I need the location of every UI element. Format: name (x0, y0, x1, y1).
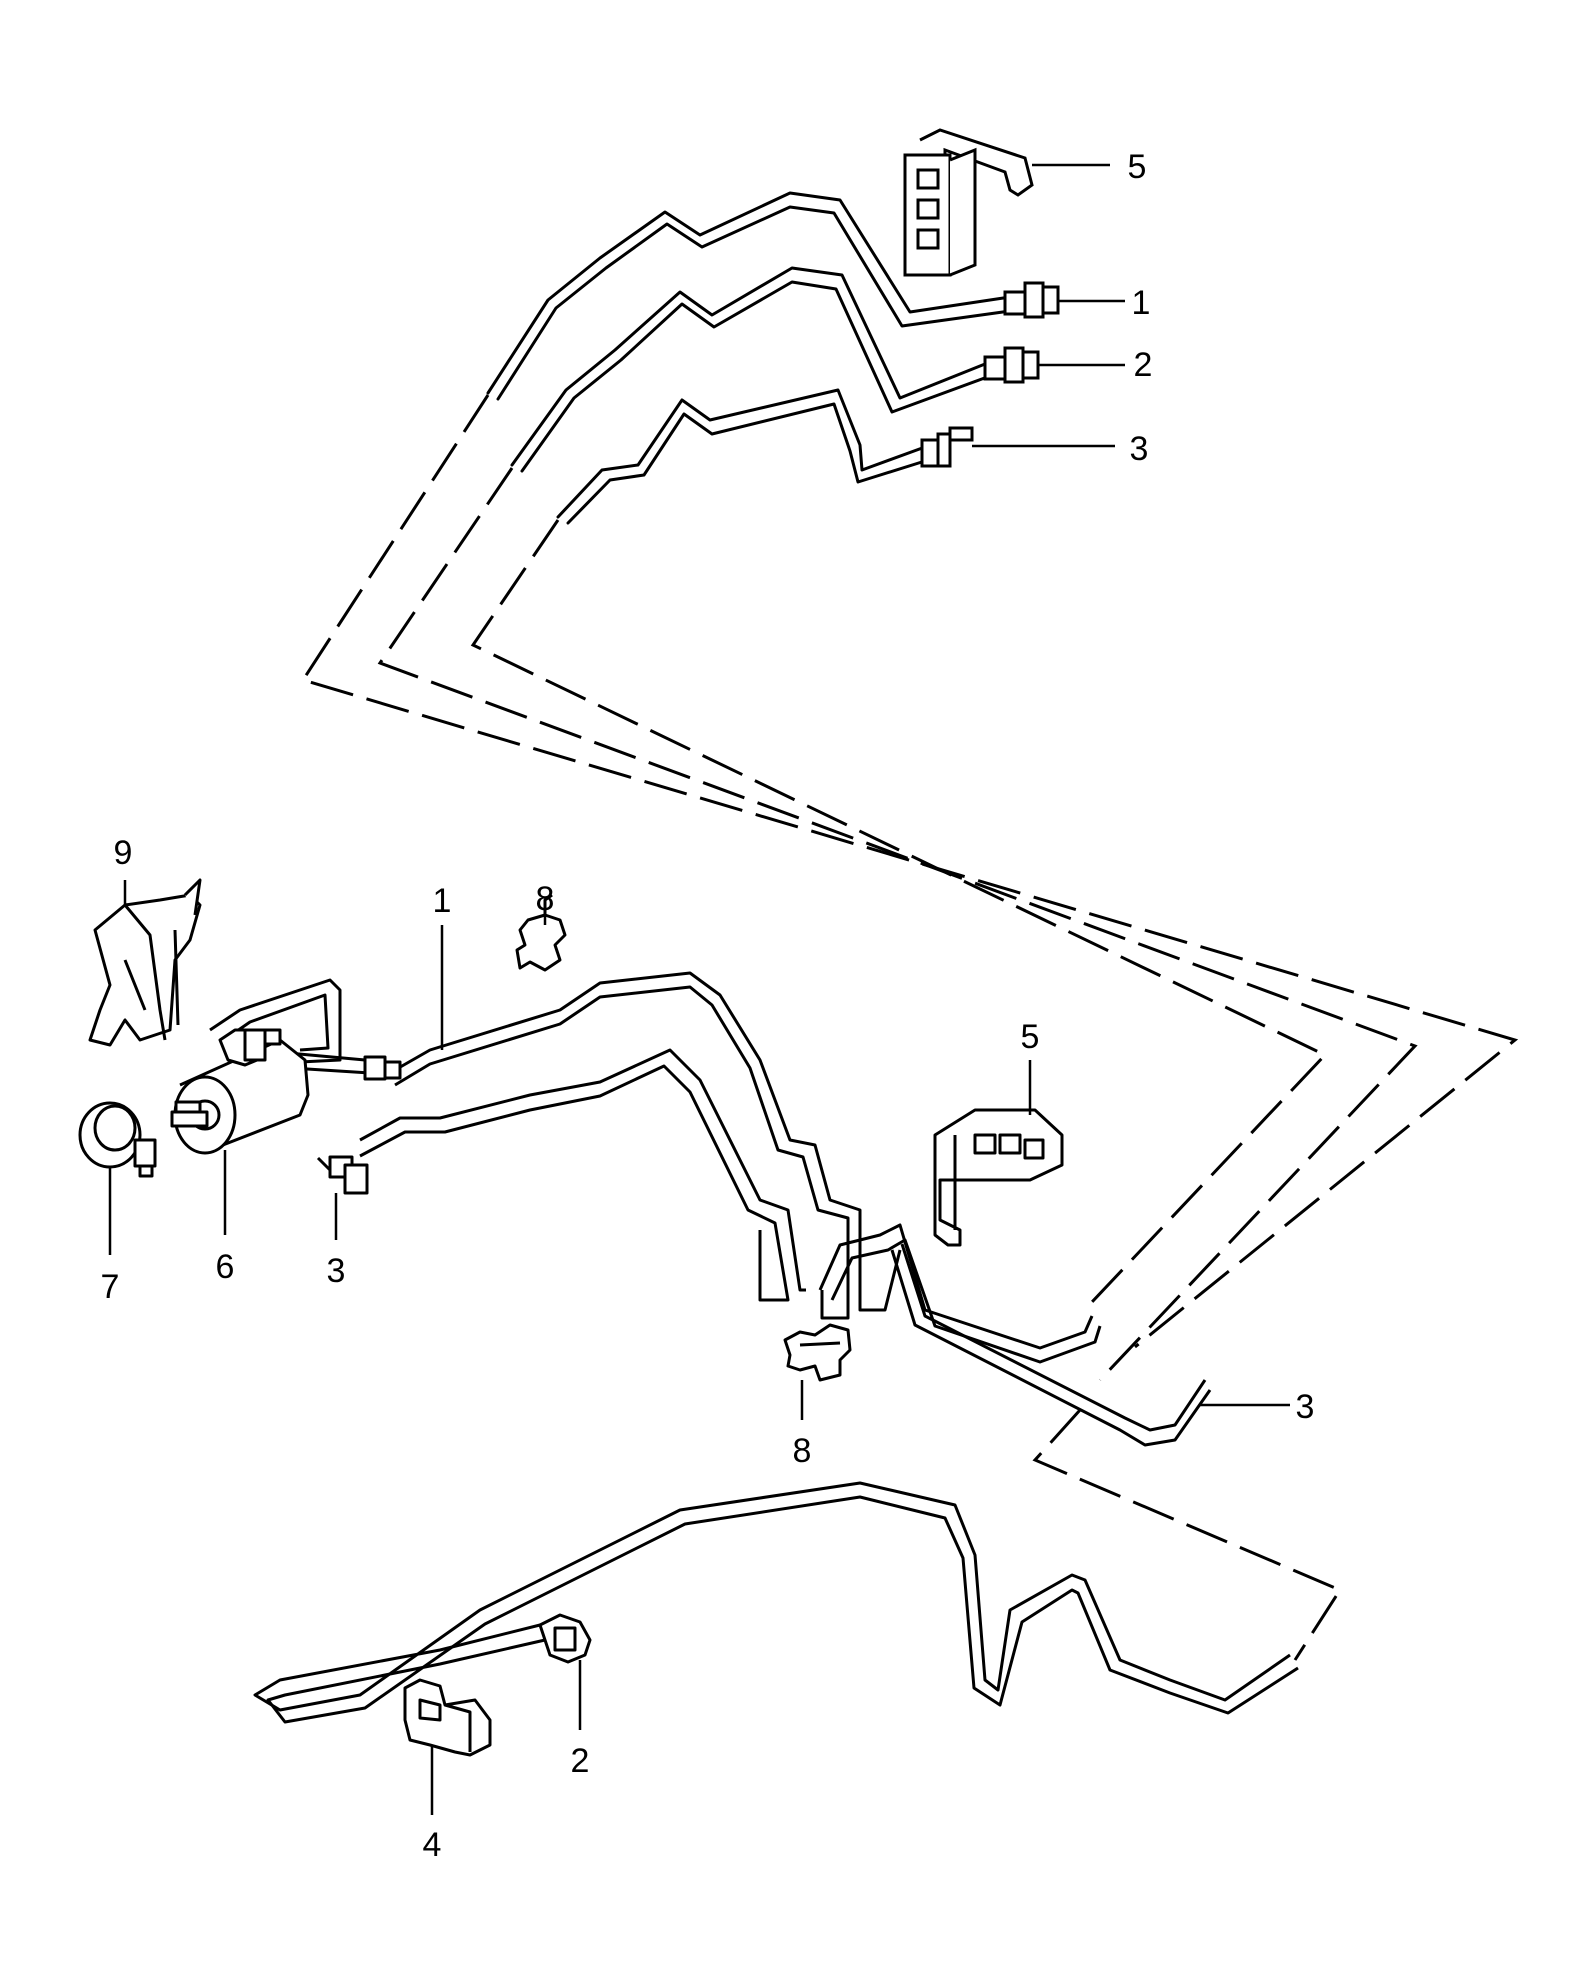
lower-line-2 (253, 1481, 1299, 1724)
callout-9: 9 (114, 834, 133, 872)
middle-line-1 (394, 971, 902, 1320)
upper-line-3 (556, 388, 927, 525)
dashed-loop-lower (1032, 1408, 1343, 1661)
clip-8-top (515, 893, 567, 972)
callout-4: 4 (423, 1826, 442, 1864)
bracket-9 (88, 878, 202, 1047)
dashed-loop-outer (300, 394, 1519, 1349)
callout-3-left: 3 (327, 1252, 346, 1290)
upper-line-2 (510, 266, 992, 473)
fuel-pump-6 (170, 1028, 310, 1155)
middle-line-3 (359, 1048, 806, 1302)
dashed-loop-middle (377, 467, 1418, 1382)
callout-8-top: 8 (536, 880, 555, 918)
callout-5-top: 5 (1128, 148, 1147, 186)
callout-5-middle: 5 (1021, 1018, 1040, 1056)
fitting-3-top (920, 426, 974, 468)
fitting-3-left (316, 1155, 369, 1195)
hose-clamp-7 (78, 1101, 157, 1178)
bracket-4 (403, 1678, 492, 1757)
fitting-2-top (983, 346, 1040, 384)
callout-7: 7 (101, 1268, 120, 1306)
callout-8-bottom: 8 (793, 1432, 812, 1470)
fitting-2-bottom (538, 1613, 592, 1664)
callout-2-bottom: 2 (571, 1742, 590, 1780)
callout-6: 6 (216, 1248, 235, 1286)
fitting-1-top (1003, 281, 1060, 319)
callout-3-right: 3 (1296, 1388, 1315, 1426)
callout-1-mid: 1 (433, 882, 452, 920)
callout-1-top: 1 (1132, 284, 1151, 322)
dashed-loop-inner (470, 519, 1328, 1304)
pump-connector (218, 1028, 402, 1081)
clip-5-top (903, 128, 1034, 277)
callout-3-top: 3 (1130, 430, 1149, 468)
clip-8-bottom (783, 1323, 852, 1382)
clip-5-middle (933, 1108, 1064, 1247)
upper-line-1 (486, 191, 1012, 401)
middle-line-right (818, 1223, 1212, 1447)
callout-2-top: 2 (1134, 346, 1153, 384)
